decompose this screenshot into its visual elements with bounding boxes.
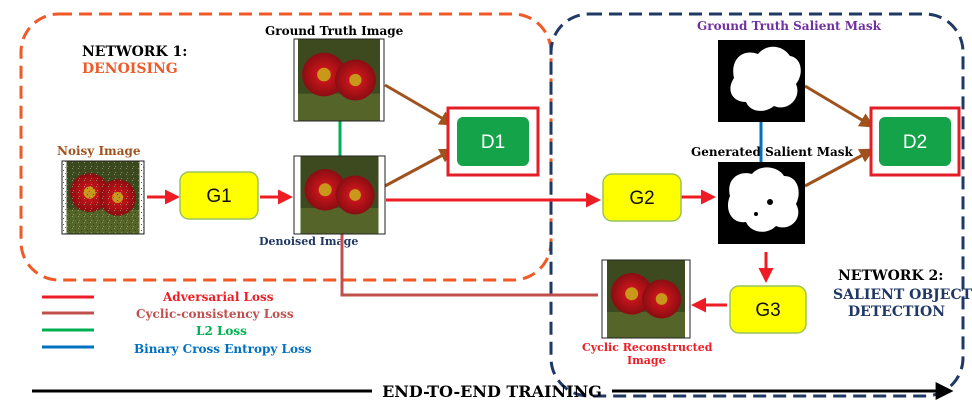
- network2-title: NETWORK 2:: [838, 268, 943, 284]
- svg-text:G2: G2: [629, 188, 654, 209]
- legend-label-bce: Binary Cross Entropy Loss: [134, 342, 312, 356]
- ground-truth-image-label: Ground Truth Image: [265, 24, 404, 38]
- network1-title: NETWORK 1:: [82, 44, 187, 60]
- legend-label-cyclic: Cyclic-consistency Loss: [136, 307, 294, 321]
- cyclic-label-line1: Cyclic Reconstructed: [582, 341, 713, 354]
- gt-image-to-d1-arrow: [384, 83, 455, 126]
- end-to-end-training-label: END-TO-END TRAINING: [382, 382, 602, 401]
- network2-subtitle-line2: DETECTION: [848, 304, 945, 320]
- legend: Adversarial Loss Cyclic-consistency Loss…: [42, 290, 312, 356]
- g3-node: G3: [729, 285, 807, 334]
- svg-text:G1: G1: [206, 186, 231, 207]
- denoised-to-d1-arrow: [384, 148, 455, 188]
- svg-text:G3: G3: [755, 300, 780, 321]
- g1-node: G1: [179, 171, 259, 220]
- denoised-image-label: Denoised Image: [259, 235, 358, 248]
- network2-container: [549, 12, 965, 398]
- network2-subtitle-line1: SALIENT OBJECT: [833, 287, 972, 303]
- d2-node: D2: [869, 106, 961, 177]
- noisy-image-label: Noisy Image: [57, 144, 141, 158]
- cyclic-reconstructed-image: [601, 259, 691, 339]
- legend-label-l2: L2 Loss: [196, 324, 247, 338]
- cyclic-label-line2: Image: [627, 354, 666, 367]
- g2-node: G2: [602, 173, 682, 222]
- ground-truth-mask-label: Ground Truth Salient Mask: [697, 19, 882, 33]
- ground-truth-image: [293, 38, 385, 122]
- generated-salient-mask: [718, 162, 805, 244]
- gt-mask-to-d2-arrow: [804, 84, 875, 128]
- svg-text:D2: D2: [903, 132, 927, 153]
- legend-label-adversarial: Adversarial Loss: [162, 290, 274, 304]
- cyclic-consistency-connector: [340, 232, 598, 297]
- ground-truth-salient-mask: [718, 40, 805, 122]
- d1-node: D1: [446, 106, 540, 177]
- gen-mask-to-d2-arrow: [804, 148, 875, 188]
- denoised-image: [293, 155, 386, 235]
- svg-text:D1: D1: [481, 132, 505, 153]
- noisy-image: [61, 160, 145, 235]
- network1-subtitle: DENOISING: [82, 61, 178, 77]
- generated-mask-label: Generated Salient Mask: [691, 145, 854, 159]
